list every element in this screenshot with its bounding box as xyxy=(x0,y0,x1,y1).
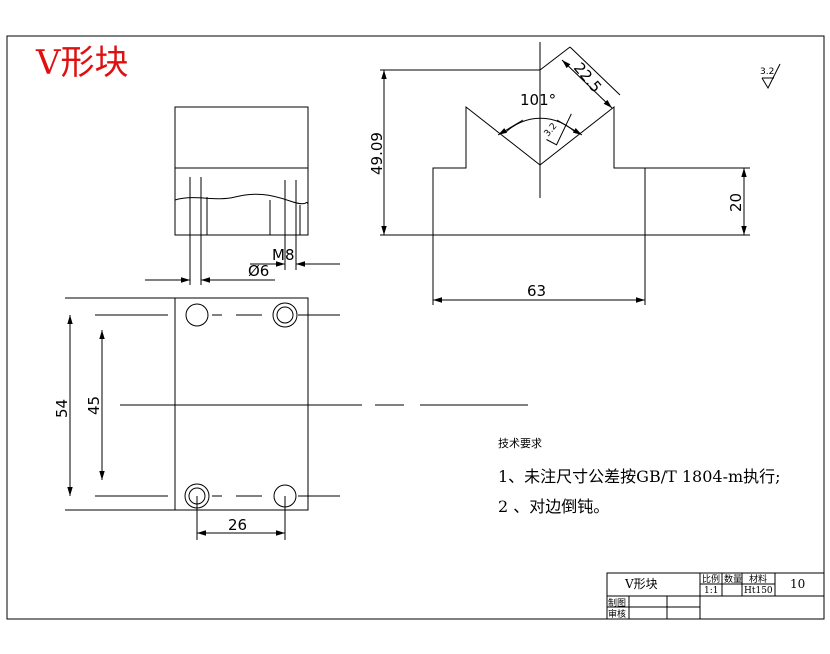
v-angle-dimension: 101° xyxy=(497,91,583,136)
svg-text:45: 45 xyxy=(85,396,103,415)
svg-text:101°: 101° xyxy=(520,91,556,109)
svg-text:Ø6: Ø6 xyxy=(248,262,269,280)
drawing-title: V形块 xyxy=(35,43,129,83)
svg-text:49.09: 49.09 xyxy=(368,132,386,175)
svg-text:63: 63 xyxy=(527,282,546,300)
title-block-sheet-number: 10 xyxy=(790,577,805,591)
side-view xyxy=(174,106,309,285)
plan-length-dimension: 54 xyxy=(53,315,73,496)
title-block-scale-value: 1:1 xyxy=(704,586,718,596)
title-block-quantity-label: 数量 xyxy=(724,573,742,585)
base-height-dimension: 20 xyxy=(727,168,747,235)
hole-diameter-dimension: Ø6 xyxy=(145,262,275,283)
plan-hole-pitch-dimension: 26 xyxy=(197,516,285,536)
svg-text:M8: M8 xyxy=(272,246,295,264)
svg-text:22.5: 22.5 xyxy=(570,59,605,96)
front-view xyxy=(380,42,750,305)
plan-view xyxy=(65,297,528,540)
roughness-symbol: 3.2 xyxy=(760,63,781,90)
title-block-material-label: 材料 xyxy=(749,573,767,585)
svg-text:54: 54 xyxy=(53,399,71,418)
title-block xyxy=(606,572,825,620)
svg-text:3.2: 3.2 xyxy=(760,67,774,77)
svg-text:3.2: 3.2 xyxy=(543,122,560,139)
svg-text:20: 20 xyxy=(727,193,745,212)
thread-dimension: M8 xyxy=(250,246,340,267)
tech-req-line-1: 1、未注尺寸公差按GB/T 1804-m执行; xyxy=(498,467,781,486)
title-block-part-name: V形块 xyxy=(624,577,658,591)
total-height-dimension: 49.09 xyxy=(368,70,387,235)
title-block-checked-label: 审核 xyxy=(608,608,626,620)
tech-req-heading: 技术要求 xyxy=(498,437,542,450)
title-block-drawn-label: 制图 xyxy=(608,597,626,609)
v-side-dimension: 22.5 xyxy=(561,59,613,109)
front-width-dimension: 63 xyxy=(433,282,645,303)
title-block-scale-label: 比例 xyxy=(702,573,720,585)
tech-req-line-2: 2 、对边倒钝。 xyxy=(498,497,609,516)
plan-hole-spacing-dimension: 45 xyxy=(85,330,105,480)
title-block-material-value: Ht150 xyxy=(744,586,773,596)
sheet-border xyxy=(6,35,825,620)
svg-text:26: 26 xyxy=(228,516,247,534)
